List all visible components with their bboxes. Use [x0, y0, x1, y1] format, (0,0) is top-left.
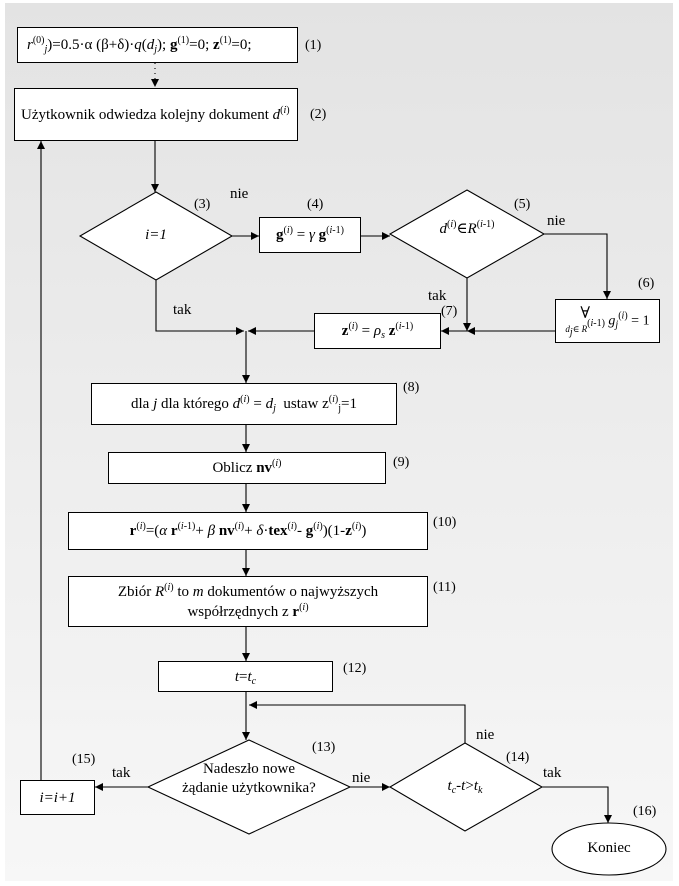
branch-label-3-tak: tak	[173, 302, 192, 318]
box-7-formula: z(i) = ρs z(i-1)	[341, 321, 414, 341]
box-2-text: Użytkownik odwiedza kolejny dokument d(i…	[21, 104, 290, 123]
box-4-formula: g(i) = γ g(i-1)	[276, 225, 344, 244]
process-box-7: z(i) = ρs z(i-1)	[314, 313, 441, 349]
box-11-text: Zbiór R(i) to m dokumentów o najwyższych…	[117, 581, 379, 620]
process-box-9: Oblicz nv(i)	[108, 452, 386, 484]
process-box-8: dla j dla którego d(i) = dj ustaw z(i)j=…	[91, 383, 397, 425]
process-box-4: g(i) = γ g(i-1)	[259, 217, 361, 253]
branch-label-3-nie: nie	[230, 186, 249, 202]
end-terminal-label: Koniec	[587, 840, 631, 856]
flowchart-background	[5, 3, 673, 881]
step-number-3: (3)	[194, 197, 211, 212]
box-1-formula: r(0)j)=0.5·α (β+δ)·q(dj); g(1)=0; z(1)=0…	[27, 35, 252, 55]
box-9-text: Oblicz nv(i)	[212, 458, 282, 477]
decision-13-shape	[146, 739, 352, 835]
step-number-15: (15)	[72, 752, 96, 767]
decision-13-label: Nadeszło nowe żądanie użytkownika?	[182, 761, 316, 796]
process-box-10: r(i)=(α r(i-1)+ β nv(i)+ δ·tex(i)- g(i))…	[68, 512, 428, 550]
step-number-14: (14)	[506, 750, 530, 765]
decision-5-label: d(i)∈R(i-1)	[439, 219, 495, 238]
branch-label-5-tak: tak	[428, 288, 447, 304]
process-box-6: ∀ dj∈ R(i-1) gj(i) = 1	[555, 299, 660, 343]
branch-label-5-nie: nie	[547, 213, 566, 229]
branch-label-13-tak: tak	[112, 765, 131, 781]
step-number-1: (1)	[305, 38, 322, 53]
branch-label-13-nie: nie	[352, 770, 371, 786]
decision-14-shape	[388, 742, 544, 832]
step-number-7: (7)	[441, 304, 458, 319]
step-number-10: (10)	[433, 515, 457, 530]
process-box-2: Użytkownik odwiedza kolejny dokument d(i…	[14, 88, 298, 141]
branch-label-14-tak: tak	[543, 765, 562, 781]
step-number-5: (5)	[514, 197, 531, 212]
step-number-8: (8)	[403, 380, 420, 395]
edge-3-junction	[155, 280, 244, 335]
box-10-formula: r(i)=(α r(i-1)+ β nv(i)+ δ·tex(i)- g(i))…	[129, 521, 367, 540]
edge-14-loop	[249, 701, 466, 743]
box-8-formula: dla j dla którego d(i) = dj ustaw z(i)j=…	[131, 394, 357, 414]
step-number-9: (9)	[393, 455, 410, 470]
end-terminal-shape	[551, 822, 667, 876]
step-number-12: (12)	[343, 661, 367, 676]
step-number-6: (6)	[638, 276, 655, 291]
branch-label-14-nie: nie	[476, 727, 495, 743]
decision-14-label: tc-t>tk	[447, 778, 483, 796]
box-6-formula: ∀ dj∈ R(i-1) gj(i) = 1	[565, 304, 650, 338]
step-number-4: (4)	[307, 197, 324, 212]
edge-5-6	[544, 233, 611, 299]
step-number-13: (13)	[312, 740, 336, 755]
step-number-16: (16)	[633, 804, 657, 819]
step-number-11: (11)	[433, 580, 456, 595]
edge-14-16	[542, 786, 612, 823]
decision-3-label: i=1	[145, 227, 167, 243]
process-box-11: Zbiór R(i) to m dokumentów o najwyższych…	[68, 576, 428, 627]
process-box-1: r(0)j)=0.5·α (β+δ)·q(dj); g(1)=0; z(1)=0…	[17, 27, 298, 63]
step-number-2: (2)	[310, 107, 327, 122]
process-box-15: i=i+1	[20, 780, 95, 815]
box-12-formula: t=tc	[234, 668, 257, 687]
process-box-12: t=tc	[158, 661, 333, 692]
